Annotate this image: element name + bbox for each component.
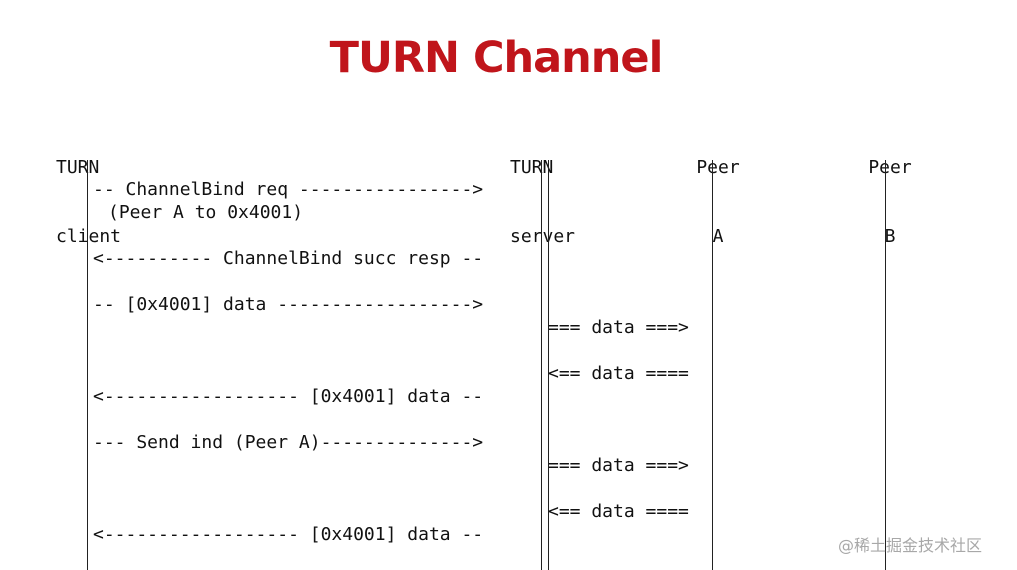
participant-peer-b: Peer B — [852, 110, 928, 294]
participant-peer-b-line2: B — [884, 226, 896, 247]
message-channelbind-req-detail: (Peer A to 0x4001) — [108, 202, 304, 223]
participant-turn-client-line2: client — [56, 226, 122, 247]
message-channel-data-to-client-2: <------------------ [0x4001] data -- — [93, 524, 484, 545]
lifeline-turn-server-inner — [548, 160, 549, 570]
message-data-to-peer-a-2: === data ===> — [548, 455, 689, 476]
message-channel-data-to-client: <------------------ [0x4001] data -- — [93, 386, 484, 407]
message-send-ind: --- Send ind (Peer A)--------------> — [93, 432, 484, 453]
participant-peer-a: Peer A — [680, 110, 756, 294]
message-data-to-peer-a: === data ===> — [548, 317, 689, 338]
lifeline-peer-b — [885, 160, 886, 570]
lifeline-peer-a — [712, 160, 713, 570]
participant-turn-server: TURN server — [510, 110, 575, 294]
participant-peer-a-line1: Peer — [696, 157, 740, 178]
message-channelbind-succ-resp: <---------- ChannelBind succ resp -- — [93, 248, 484, 269]
participant-peer-b-line1: Peer — [868, 157, 912, 178]
participant-turn-server-line2: server — [510, 226, 576, 247]
watermark: @稀土掘金技术社区 — [838, 536, 983, 555]
page-title: TURN Channel — [329, 33, 664, 83]
participant-turn-client: TURN client — [56, 110, 121, 294]
message-data-from-peer-a-2: <== data ==== — [548, 501, 689, 522]
participant-turn-server-line1: TURN — [510, 157, 554, 178]
message-data-from-peer-a: <== data ==== — [548, 363, 689, 384]
message-channelbind-req: -- ChannelBind req ----------------> — [93, 179, 484, 200]
lifeline-turn-server — [541, 160, 542, 570]
participant-turn-client-line1: TURN — [56, 157, 100, 178]
participant-peer-a-line2: A — [712, 226, 724, 247]
lifeline-turn-client — [87, 160, 88, 570]
message-channel-data-to-server: -- [0x4001] data ------------------> — [93, 294, 484, 315]
